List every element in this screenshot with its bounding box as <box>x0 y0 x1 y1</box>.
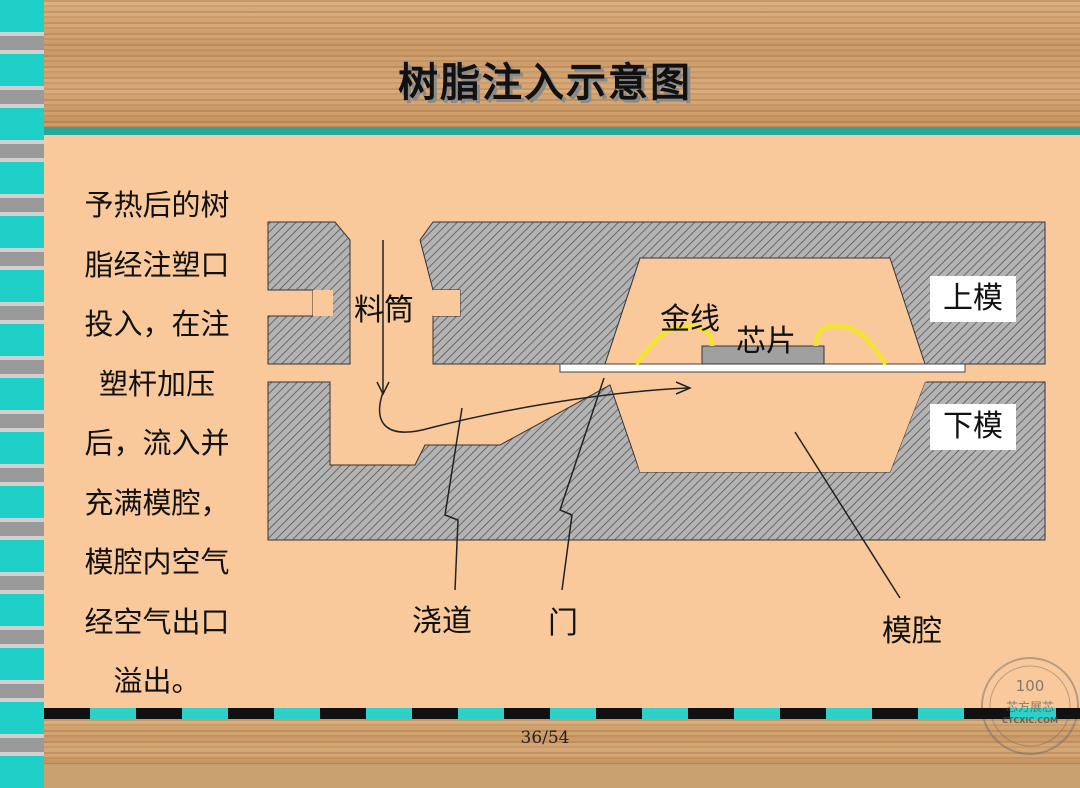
gold-wire-right <box>813 323 889 366</box>
slide-title: 树脂注入示意图 <box>398 60 692 106</box>
upper-mold-left <box>267 221 351 365</box>
strip-square <box>0 216 44 248</box>
mold-diagram <box>267 221 1079 755</box>
strip-square <box>0 144 44 158</box>
chip <box>701 345 825 365</box>
watermark-top: 100 <box>1015 677 1045 695</box>
strip-square <box>0 540 44 572</box>
strip-square <box>0 486 44 518</box>
strip-square <box>0 576 44 590</box>
strip-square <box>0 90 44 104</box>
strip-square <box>0 36 44 50</box>
strip-square <box>0 306 44 320</box>
strip-square <box>0 468 44 482</box>
description-line: 模腔内空气 <box>84 545 230 579</box>
lower-mold <box>267 381 1046 541</box>
lead-frame <box>559 363 966 373</box>
strip-square <box>0 0 44 32</box>
lower-mold-label: 下模 <box>930 404 1016 450</box>
strip-square <box>0 324 44 356</box>
strip-square <box>0 738 44 752</box>
strip-square <box>0 252 44 266</box>
gold-wire-label: 金线 <box>660 302 720 337</box>
watermark-stamp <box>981 657 1079 755</box>
cavity-leader <box>794 431 901 599</box>
strip-square <box>0 414 44 428</box>
strip-square <box>0 648 44 680</box>
strip-square <box>0 702 44 734</box>
strip-square <box>0 108 44 140</box>
runner-leader <box>444 407 463 591</box>
upper-mold-label: 上模 <box>930 276 1016 322</box>
description-line: 予热后的树 <box>84 188 230 222</box>
title-underline <box>44 127 1080 135</box>
strip-square <box>0 378 44 410</box>
cavity-label: 模腔 <box>882 614 942 649</box>
description-line: 后，流入并 <box>84 426 230 460</box>
strip-square <box>0 198 44 212</box>
description-line: 塑杆加压 <box>98 366 215 401</box>
flow-curve <box>378 387 689 433</box>
strip-square <box>0 360 44 374</box>
strip-square <box>0 594 44 626</box>
gate-leader <box>559 377 605 591</box>
strip-square <box>0 684 44 698</box>
left-pattern-strip <box>0 0 44 788</box>
barrel-label: 料筒 <box>354 293 414 328</box>
watermark-middle: 芯方展芯 <box>1005 700 1054 714</box>
wood-footer <box>44 719 1080 764</box>
gate-label: 门 <box>548 606 578 641</box>
strip-square <box>0 54 44 86</box>
description-line: 经空气出口 <box>84 604 230 639</box>
strip-square <box>0 270 44 302</box>
description-text: 予热后的树 脂经注塑口 投入，在注 塑杆加压 后，流入并 充满模腔， 模腔内空气… <box>62 176 252 712</box>
page-number: 36/54 <box>520 728 570 748</box>
description-line: 充满模腔， <box>84 485 230 520</box>
runner-label: 浇道 <box>412 604 472 639</box>
description-line: 投入，在注 <box>84 307 230 341</box>
description-line: 脂经注塑口 <box>84 247 230 282</box>
strip-square <box>0 432 44 464</box>
description-line: 溢出。 <box>113 664 201 698</box>
strip-square <box>0 630 44 644</box>
strip-square <box>0 522 44 536</box>
watermark-bottom: CTCXIC.COM <box>1002 716 1058 725</box>
gold-wire-left <box>634 323 715 366</box>
wood-header <box>44 0 1080 127</box>
chip-label: 芯片 <box>736 324 796 359</box>
strip-square <box>0 162 44 194</box>
footer-dash-bar <box>44 708 1080 719</box>
